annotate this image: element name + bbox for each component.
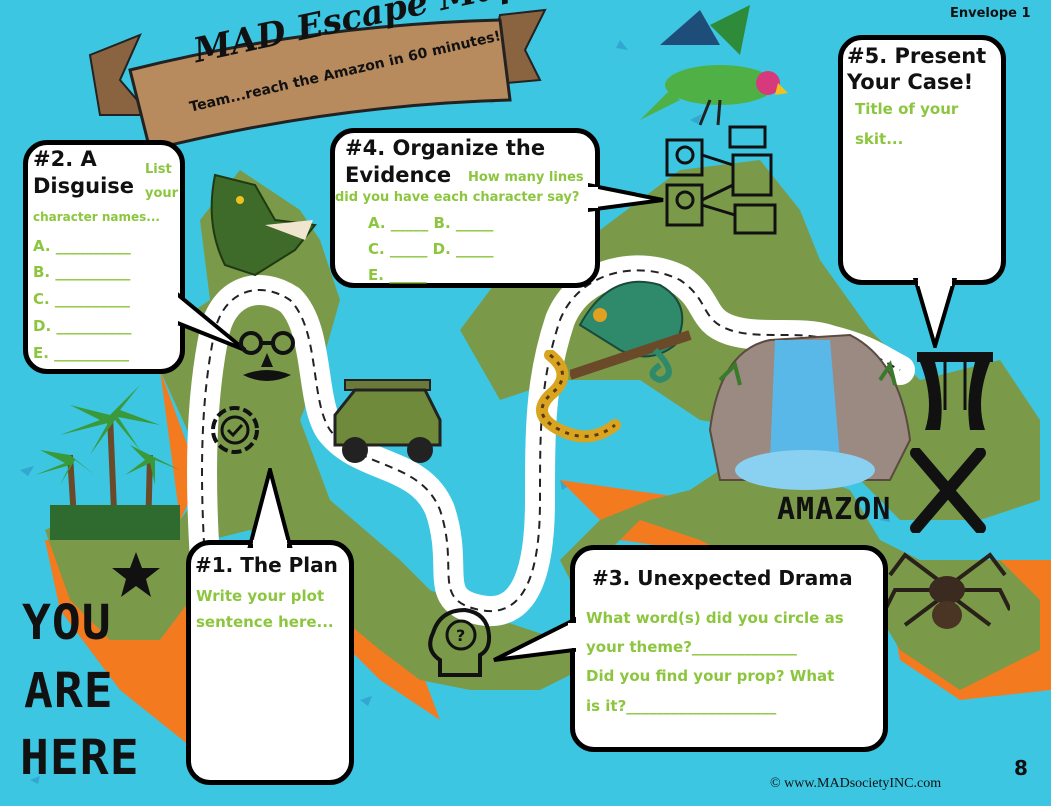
theater-curtain-icon	[917, 352, 993, 430]
bubble-tail	[493, 616, 577, 662]
present-title-line2: Your Case!	[847, 70, 974, 94]
plan-hint-line2: sentence here...	[196, 613, 334, 631]
bubble-tail	[912, 278, 958, 348]
parrot-icon	[640, 5, 788, 126]
title-banner	[88, 8, 547, 152]
present-title-line1: #5. Present	[847, 44, 987, 68]
chameleon-icon	[570, 280, 692, 384]
you-are-here-line3: HERE	[20, 730, 140, 786]
bubble-tail	[588, 182, 664, 213]
evidence-row-3[interactable]: E. _____	[368, 266, 427, 284]
you-are-here-line1: YOU	[22, 595, 112, 651]
present-bubble	[838, 35, 1006, 285]
plan-hint-line1: Write your plot	[196, 587, 325, 605]
road-center-line	[201, 269, 901, 613]
evidence-hint-line2: did you have each character say?	[335, 190, 580, 205]
crocodile-icon	[210, 173, 317, 277]
disguise-item-b[interactable]: B. __________	[33, 263, 131, 281]
spider-icon	[885, 552, 1010, 629]
snake-icon	[536, 350, 621, 443]
drama-bubble	[570, 545, 888, 752]
evidence-bubble	[330, 128, 600, 288]
destination-label: AMAZON	[777, 492, 892, 527]
disguise-bubble	[23, 140, 185, 374]
bubble-tail	[150, 280, 247, 352]
evidence-title-line2: Evidence	[345, 163, 452, 187]
jeep-icon	[333, 379, 442, 463]
evidence-hint-line1: How many lines	[468, 170, 584, 185]
disguise-title-line1: #2. A	[33, 147, 97, 171]
svg-text:?: ?	[456, 626, 465, 645]
disguise-item-c[interactable]: C. __________	[33, 290, 130, 308]
envelope-label: Envelope 1	[950, 6, 1031, 21]
drama-line2[interactable]: your theme?______________	[586, 638, 797, 656]
evidence-title-line1: #4. Organize the	[345, 136, 546, 160]
plan-bubble	[186, 540, 354, 785]
disguise-item-e[interactable]: E. __________	[33, 344, 130, 362]
present-hint-line1: Title of your	[855, 100, 959, 118]
present-hint-line2: skit...	[855, 130, 904, 148]
drama-title: #3. Unexpected Drama	[592, 566, 853, 590]
page-number: 8	[1014, 756, 1028, 780]
waterfall-icon	[708, 333, 912, 490]
evidence-row-2[interactable]: C. _____ D. _____	[368, 240, 494, 258]
disguise-hint-line3: character names...	[33, 210, 160, 224]
gear-check-icon	[211, 406, 259, 454]
drama-line4[interactable]: is it?____________________	[586, 697, 777, 715]
palm-trees-icon	[35, 385, 180, 540]
x-mark-icon	[910, 448, 986, 533]
disguise-glasses-icon	[239, 331, 295, 381]
evidence-row-1[interactable]: A. _____ B. _____	[368, 214, 494, 232]
plan-title: #1. The Plan	[195, 553, 338, 577]
head-question-icon: ?	[428, 607, 492, 677]
disguise-title-line2: Disguise	[33, 174, 135, 198]
copyright: © www.MADsocietyINC.com	[770, 776, 942, 791]
star-icon	[112, 552, 160, 597]
drama-line3: Did you find your prop? What	[586, 667, 835, 685]
bubble-tail	[247, 468, 293, 548]
disguise-item-d[interactable]: D. __________	[33, 317, 132, 335]
disguise-item-a[interactable]: A. __________	[33, 237, 131, 255]
evidence-cards-icon	[665, 125, 777, 235]
drama-line1: What word(s) did you circle as	[586, 609, 844, 627]
disguise-hint-line2: your	[145, 186, 179, 201]
disguise-hint-line1: List	[145, 162, 172, 177]
you-are-here-line2: ARE	[24, 663, 114, 719]
